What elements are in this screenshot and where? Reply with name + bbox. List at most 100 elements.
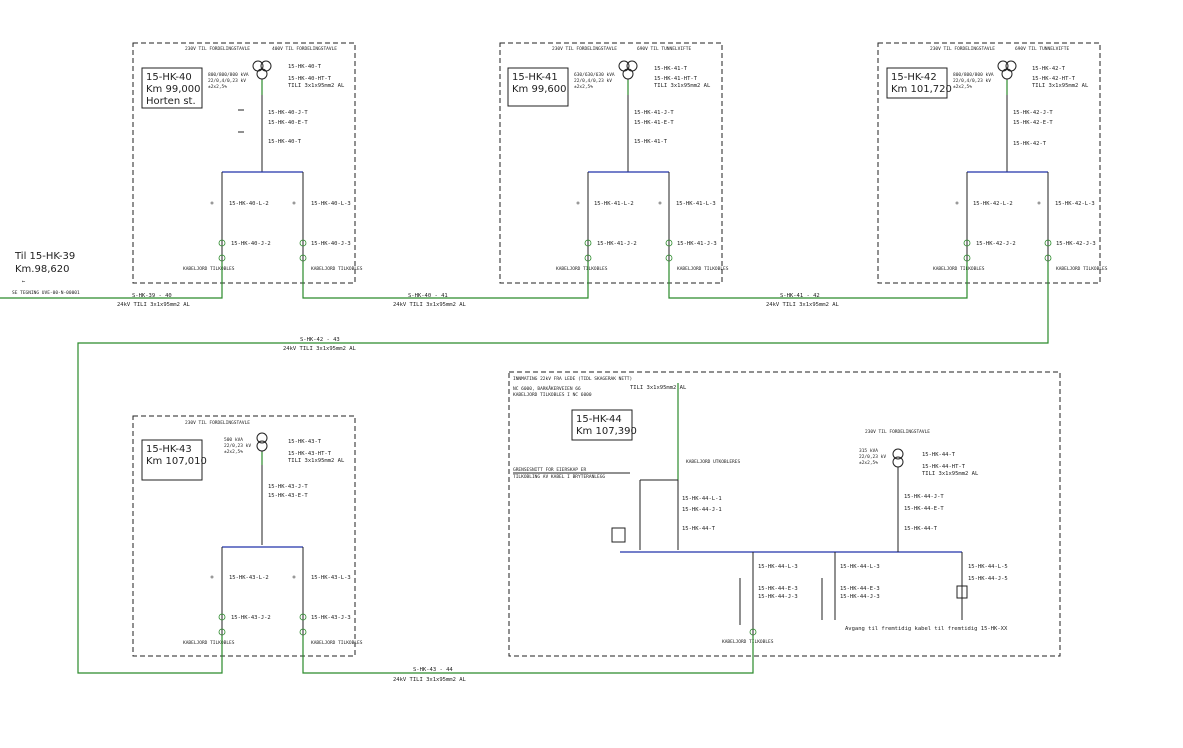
hk41-id: 15-HK-41	[512, 72, 558, 83]
hk44-f1: 15-HK-44-L-3	[758, 564, 798, 570]
hk44-id-box	[571, 409, 633, 441]
hk41-id-box	[507, 67, 569, 107]
hk42-id-box	[886, 67, 948, 99]
hk41-j2: 15-HK-41-J-3	[677, 241, 717, 247]
hk41-top-left: 230V TIL FORDELINGSTAVLE	[552, 46, 617, 52]
arrow-left-icon: ←	[22, 279, 26, 285]
hk40-j2: 15-HK-40-J-3	[311, 241, 351, 247]
hk43-t3: TILI 3x1x95mm2 AL	[288, 458, 345, 464]
hk43-t1: 15-HK-43-T	[288, 439, 322, 445]
hk44-pct: ±2x2,5%	[859, 460, 878, 466]
hk44-in2: NC 6000, BARKÅKERVEIEN 66	[513, 385, 581, 392]
station-hk40: 230V TIL FORDELINGSTAVLE 400V TIL FORDEL…	[132, 42, 363, 284]
hk41-f1: 15-HK-41-L-2	[594, 201, 634, 207]
hk40-bk1: 15-HK-40-J-T	[268, 110, 308, 116]
hk44-t1: 15-HK-44-T	[922, 452, 956, 458]
hk40-top-left: 230V TIL FORDELINGSTAVLE	[185, 46, 250, 52]
cable-spec-3: 24kV TILI 3x1x95mm2 AL	[283, 346, 357, 352]
hk42-top-right: 690V TIL TUNNELVIFTE	[1015, 46, 1069, 52]
hk41-rating: 630/630/630 kVA	[574, 72, 615, 78]
hk40-top-right: 400V TIL FORDELINGSTAVLE	[272, 46, 337, 52]
cable-hk41-hk42	[668, 262, 968, 299]
hk42-id: 15-HK-42	[891, 72, 937, 83]
hk43-f1: 15-HK-43-L-2	[229, 575, 269, 581]
hk42-pct: ±2x2,5%	[953, 84, 972, 90]
hk44-km: Km 107,390	[576, 426, 637, 437]
hk42-kab2: KABELJORD TILKOBLES	[1056, 266, 1108, 272]
hk43-volt: 22/0,23 kV	[224, 443, 251, 449]
hk41-t1: 15-HK-41-T	[654, 66, 688, 72]
hk44-id: 15-HK-44	[576, 414, 622, 425]
hk44-f2c: 15-HK-44-J-3	[840, 594, 880, 600]
hk44-in3: KABELJORD TILKOBLES I NC 6000	[513, 392, 592, 398]
hk44-tb1: 15-HK-44-J-T	[904, 494, 944, 500]
hk43-id-box	[141, 439, 203, 481]
hk44-t3: TILI 3x1x95mm2 AL	[922, 471, 979, 477]
hk44-tl: 230V TIL FORDELINGSTAVLE	[865, 429, 930, 435]
hk43-km: Km 107,010	[146, 456, 207, 467]
hk41-kab2: KABELJORD TILKOBLES	[677, 266, 729, 272]
hk42-t1: 15-HK-42-T	[1032, 66, 1066, 72]
hk44-transformer-icon	[892, 448, 904, 460]
hk42-t2: 15-HK-42-HT-T	[1032, 76, 1076, 82]
hk44-f3b: 15-HK-44-J-5	[968, 576, 1008, 582]
hk41-km: Km 99,600	[512, 84, 566, 95]
hk40-j1: 15-HK-40-J-2	[231, 241, 271, 247]
hk42-j1: 15-HK-42-J-2	[976, 241, 1016, 247]
hk40-bk2: 15-HK-40-E-T	[268, 120, 308, 126]
hk42-kab1: KABELJORD TILKOBLES	[933, 266, 985, 272]
hk40-id-box	[141, 67, 203, 109]
hk42-j2: 15-HK-42-J-3	[1056, 241, 1096, 247]
station-hk42: 230V TIL FORDELINGSTAVLE 690V TIL TUNNEL…	[877, 42, 1108, 284]
hk43-pct: ±2x2,5%	[224, 449, 243, 455]
hk44-avgang: Avgang til fremtidig kabel til fremtidig…	[845, 626, 1008, 632]
hk44-f1c: 15-HK-44-J-3	[758, 594, 798, 600]
hk44-f3: 15-HK-44-L-5	[968, 564, 1008, 570]
hk41-pct: ±2x2,5%	[574, 84, 593, 90]
hk40-kab2: KABELJORD TILKOBLES	[311, 266, 363, 272]
cable-label-4: S-HK-43 - 44	[413, 667, 453, 673]
hk42-bk2: 15-HK-42-E-T	[1013, 120, 1053, 126]
hk44-f1b: 15-HK-44-E-3	[758, 586, 798, 592]
hk40-km: Km 99,000	[146, 84, 200, 95]
hk42-f1: 15-HK-42-L-2	[973, 201, 1013, 207]
hk43-kab2: KABELJORD TILKOBLES	[311, 640, 363, 646]
hk43-t2: 15-HK-43-HT-T	[288, 451, 332, 457]
hk41-j1: 15-HK-41-J-2	[597, 241, 637, 247]
hk42-f2: 15-HK-42-L-3	[1055, 201, 1095, 207]
hk44-tb2: 15-HK-44-E-T	[904, 506, 944, 512]
hk40-f2: 15-HK-40-L-3	[311, 201, 351, 207]
hk41-bk1: 15-HK-41-J-T	[634, 110, 674, 116]
hk44-b2: 15-HK-44-J-1	[682, 507, 722, 513]
cable-label-3: S-HK-42 - 43	[300, 337, 340, 343]
cable-spec-0: 24kV TILI 3x1x95mm2 AL	[117, 302, 191, 308]
hk40-t3: TILI 3x1x95mm2 AL	[288, 83, 345, 89]
hk44-rating: 315 kVA	[859, 448, 878, 454]
station-hk44: INNMATING 22kV FRA LEDE (TIDL SKAGERAK N…	[508, 371, 1061, 657]
cable-label-0: S-HK-39 - 40	[132, 293, 172, 299]
hk41-top-right: 690V TIL TUNNELVIFTE	[637, 46, 691, 52]
hk40-id: 15-HK-40	[146, 72, 192, 83]
hk44-b3: 15-HK-44-T	[682, 526, 716, 532]
hk44-in-cable: TILI 3x1x95mm2 AL	[630, 385, 687, 391]
hk42-top-left: 230V TIL FORDELINGSTAVLE	[930, 46, 995, 52]
cable-label-1: S-HK-40 - 41	[408, 293, 448, 299]
hk43-j1: 15-HK-43-J-2	[231, 615, 271, 621]
hk40-pct: ±2x2,5%	[208, 84, 227, 90]
hk44-in1: INNMATING 22kV FRA LEDE (TIDL SKAGERAK N…	[513, 376, 632, 382]
hk44-t2: 15-HK-44-HT-T	[922, 464, 966, 470]
hk42-volt: 22/0,4/0,23 kV	[953, 78, 991, 84]
hk41-kab1: KABELJORD TILKOBLES	[556, 266, 608, 272]
hk40-kab1: KABELJORD TILKOBLES	[183, 266, 235, 272]
hk40-bk3: 15-HK-40-T	[268, 139, 302, 145]
cable-spec-4: 24kV TILI 3x1x95mm2 AL	[393, 677, 467, 683]
hk40-rating: 800/800/800 kVA	[208, 72, 249, 78]
til-hk39-line1: Til 15-HK-39	[14, 251, 75, 262]
hk43-rating: 500 kVA	[224, 437, 243, 443]
cable-hk43-hk44	[302, 636, 754, 674]
hk44-volt: 22/0,23 kV	[859, 454, 886, 460]
cable-hk42-hk43	[77, 262, 1049, 674]
hk41-volt: 22/0,4/0,23 kV	[574, 78, 612, 84]
station-hk41: 230V TIL FORDELINGSTAVLE 690V TIL TUNNEL…	[499, 42, 729, 284]
